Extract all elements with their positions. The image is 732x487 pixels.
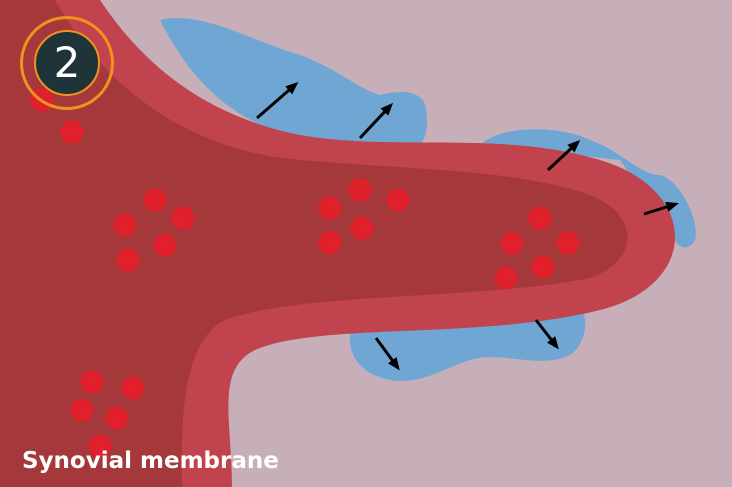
arrow-icon [534, 319, 559, 350]
blood-cell [494, 266, 518, 290]
blood-cell [80, 370, 104, 394]
caption: Synovial membrane [22, 448, 279, 474]
blood-cell [88, 434, 112, 458]
blood-cell [153, 233, 177, 257]
fluid-blob-top [160, 18, 428, 146]
membrane-inner [0, 0, 628, 487]
arrow-icon [256, 82, 299, 120]
blood-cell [70, 398, 94, 422]
blood-cell [500, 231, 524, 255]
blood-cell [556, 231, 580, 255]
step-number: 2 [34, 30, 100, 96]
arrow-icon [546, 139, 581, 172]
blood-cell [171, 206, 195, 230]
blood-cell [60, 120, 84, 144]
blood-cell [531, 255, 555, 279]
step-badge: 2 [20, 16, 114, 110]
arrow-icon [358, 102, 394, 140]
blood-cell [318, 196, 342, 220]
arrows [256, 82, 679, 371]
blood-cell [121, 376, 145, 400]
blood-cell [143, 188, 167, 212]
blood-cell [528, 206, 552, 230]
arrow-icon [374, 337, 400, 371]
blood-cell [386, 188, 410, 212]
blood-cell [116, 248, 140, 272]
blood-cell [318, 231, 342, 255]
arrow-icon [643, 201, 679, 216]
blood-cell [348, 178, 372, 202]
blood-cell [350, 216, 374, 240]
blood-cell [113, 213, 137, 237]
blood-cell [105, 406, 129, 430]
